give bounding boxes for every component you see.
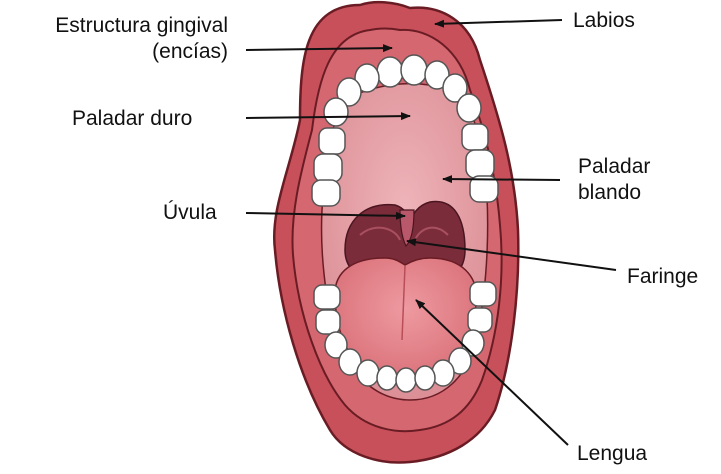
label-paladar-blando-line2: blando	[578, 180, 650, 206]
label-paladar-blando-line1: Paladar	[578, 154, 650, 180]
label-paladar-duro: Paladar duro	[72, 106, 192, 132]
label-labios: Labios	[573, 8, 635, 34]
label-paladar-blando: Paladar blando	[578, 154, 650, 206]
label-estructura-gingival-line1: Estructura gingival	[6, 13, 228, 39]
label-uvula: Úvula	[163, 200, 217, 226]
label-estructura-gingival-line2: (encías)	[6, 39, 228, 65]
leader-paladar-blando	[443, 179, 560, 180]
label-faringe: Faringe	[627, 264, 698, 290]
label-lengua: Lengua	[577, 441, 647, 467]
label-estructura-gingival: Estructura gingival (encías)	[6, 13, 228, 65]
